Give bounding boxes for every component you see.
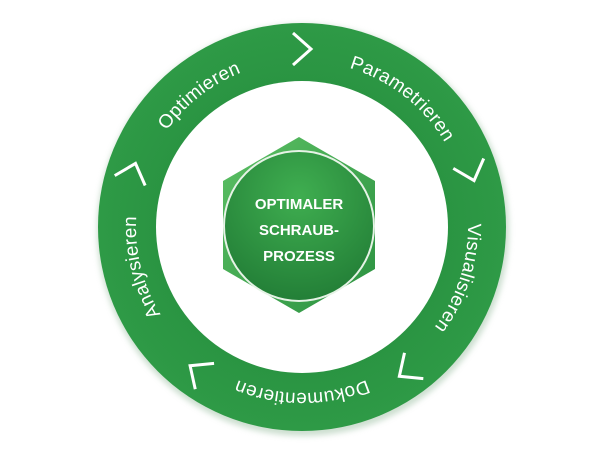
chevron-right-icon bbox=[188, 361, 215, 390]
chevron-right-icon bbox=[113, 161, 147, 187]
center-title-line-1: OPTIMALER bbox=[255, 196, 343, 213]
chevron-right-icon bbox=[292, 31, 314, 67]
center-title-line-2: SCHRAUB- bbox=[259, 222, 339, 239]
center-title-line-3: PROZESS bbox=[263, 248, 335, 265]
chevron-right-icon bbox=[452, 157, 486, 183]
chevron-right-icon bbox=[397, 352, 424, 381]
center-circle bbox=[223, 150, 375, 302]
